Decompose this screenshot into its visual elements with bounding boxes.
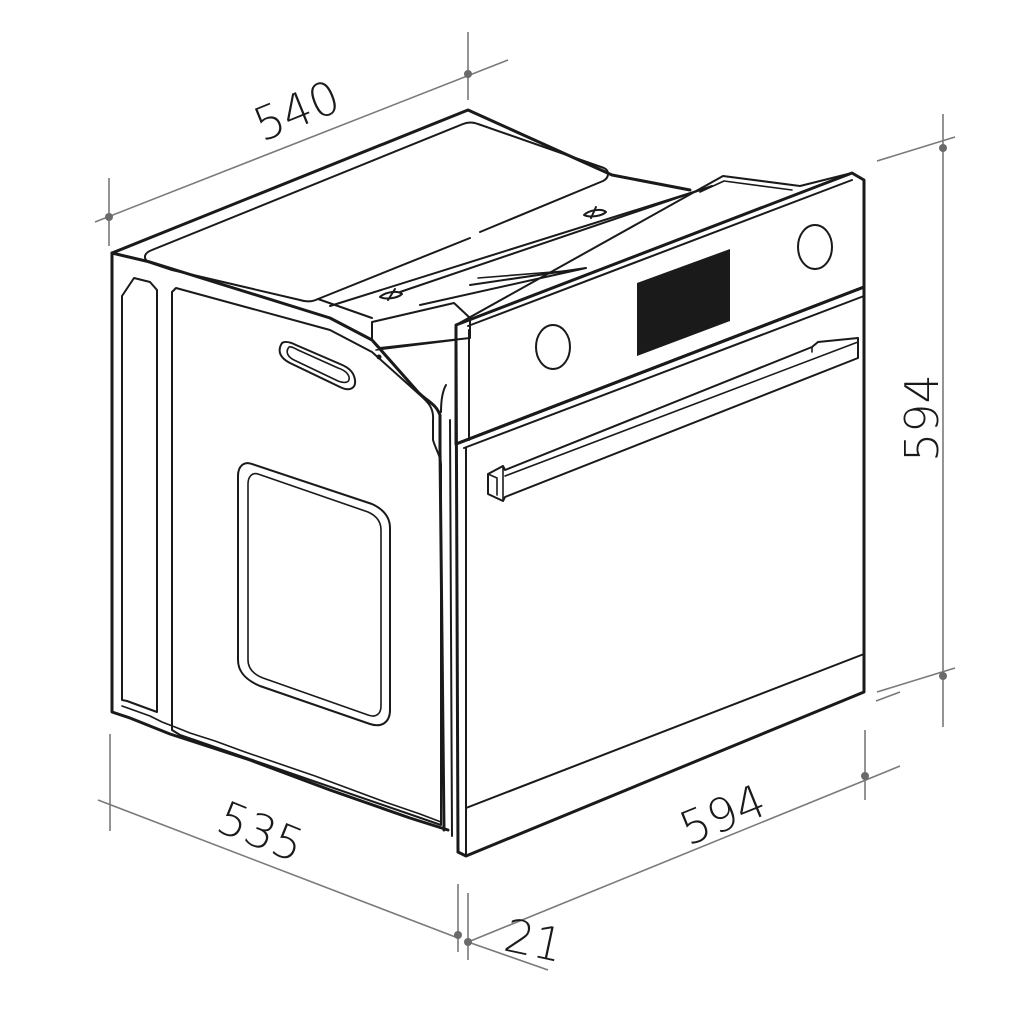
dimension-top-depth: 540 [94, 32, 509, 246]
dimension-width: 594 [467, 691, 901, 943]
dim-label-594-width: 594 [672, 773, 774, 856]
control-panel [454, 171, 866, 446]
door-handle[interactable] [487, 337, 859, 502]
side-panel [110, 251, 450, 832]
display-screen [637, 249, 730, 356]
dim-label-535: 535 [210, 790, 312, 873]
dim-label-540: 540 [246, 69, 348, 152]
dim-label-21: 21 [500, 908, 568, 973]
door [454, 285, 866, 858]
dim-label-594-height: 594 [895, 374, 949, 462]
dimension-height: 594 [876, 114, 956, 727]
top-panel [110, 108, 713, 319]
left-knob[interactable] [535, 324, 571, 370]
dimension-panel-thickness: 21 [464, 893, 568, 973]
right-knob[interactable] [797, 224, 833, 270]
side-handle-slot [278, 340, 357, 391]
dimension-body-depth: 535 [97, 734, 462, 952]
side-vent-window [237, 462, 391, 727]
